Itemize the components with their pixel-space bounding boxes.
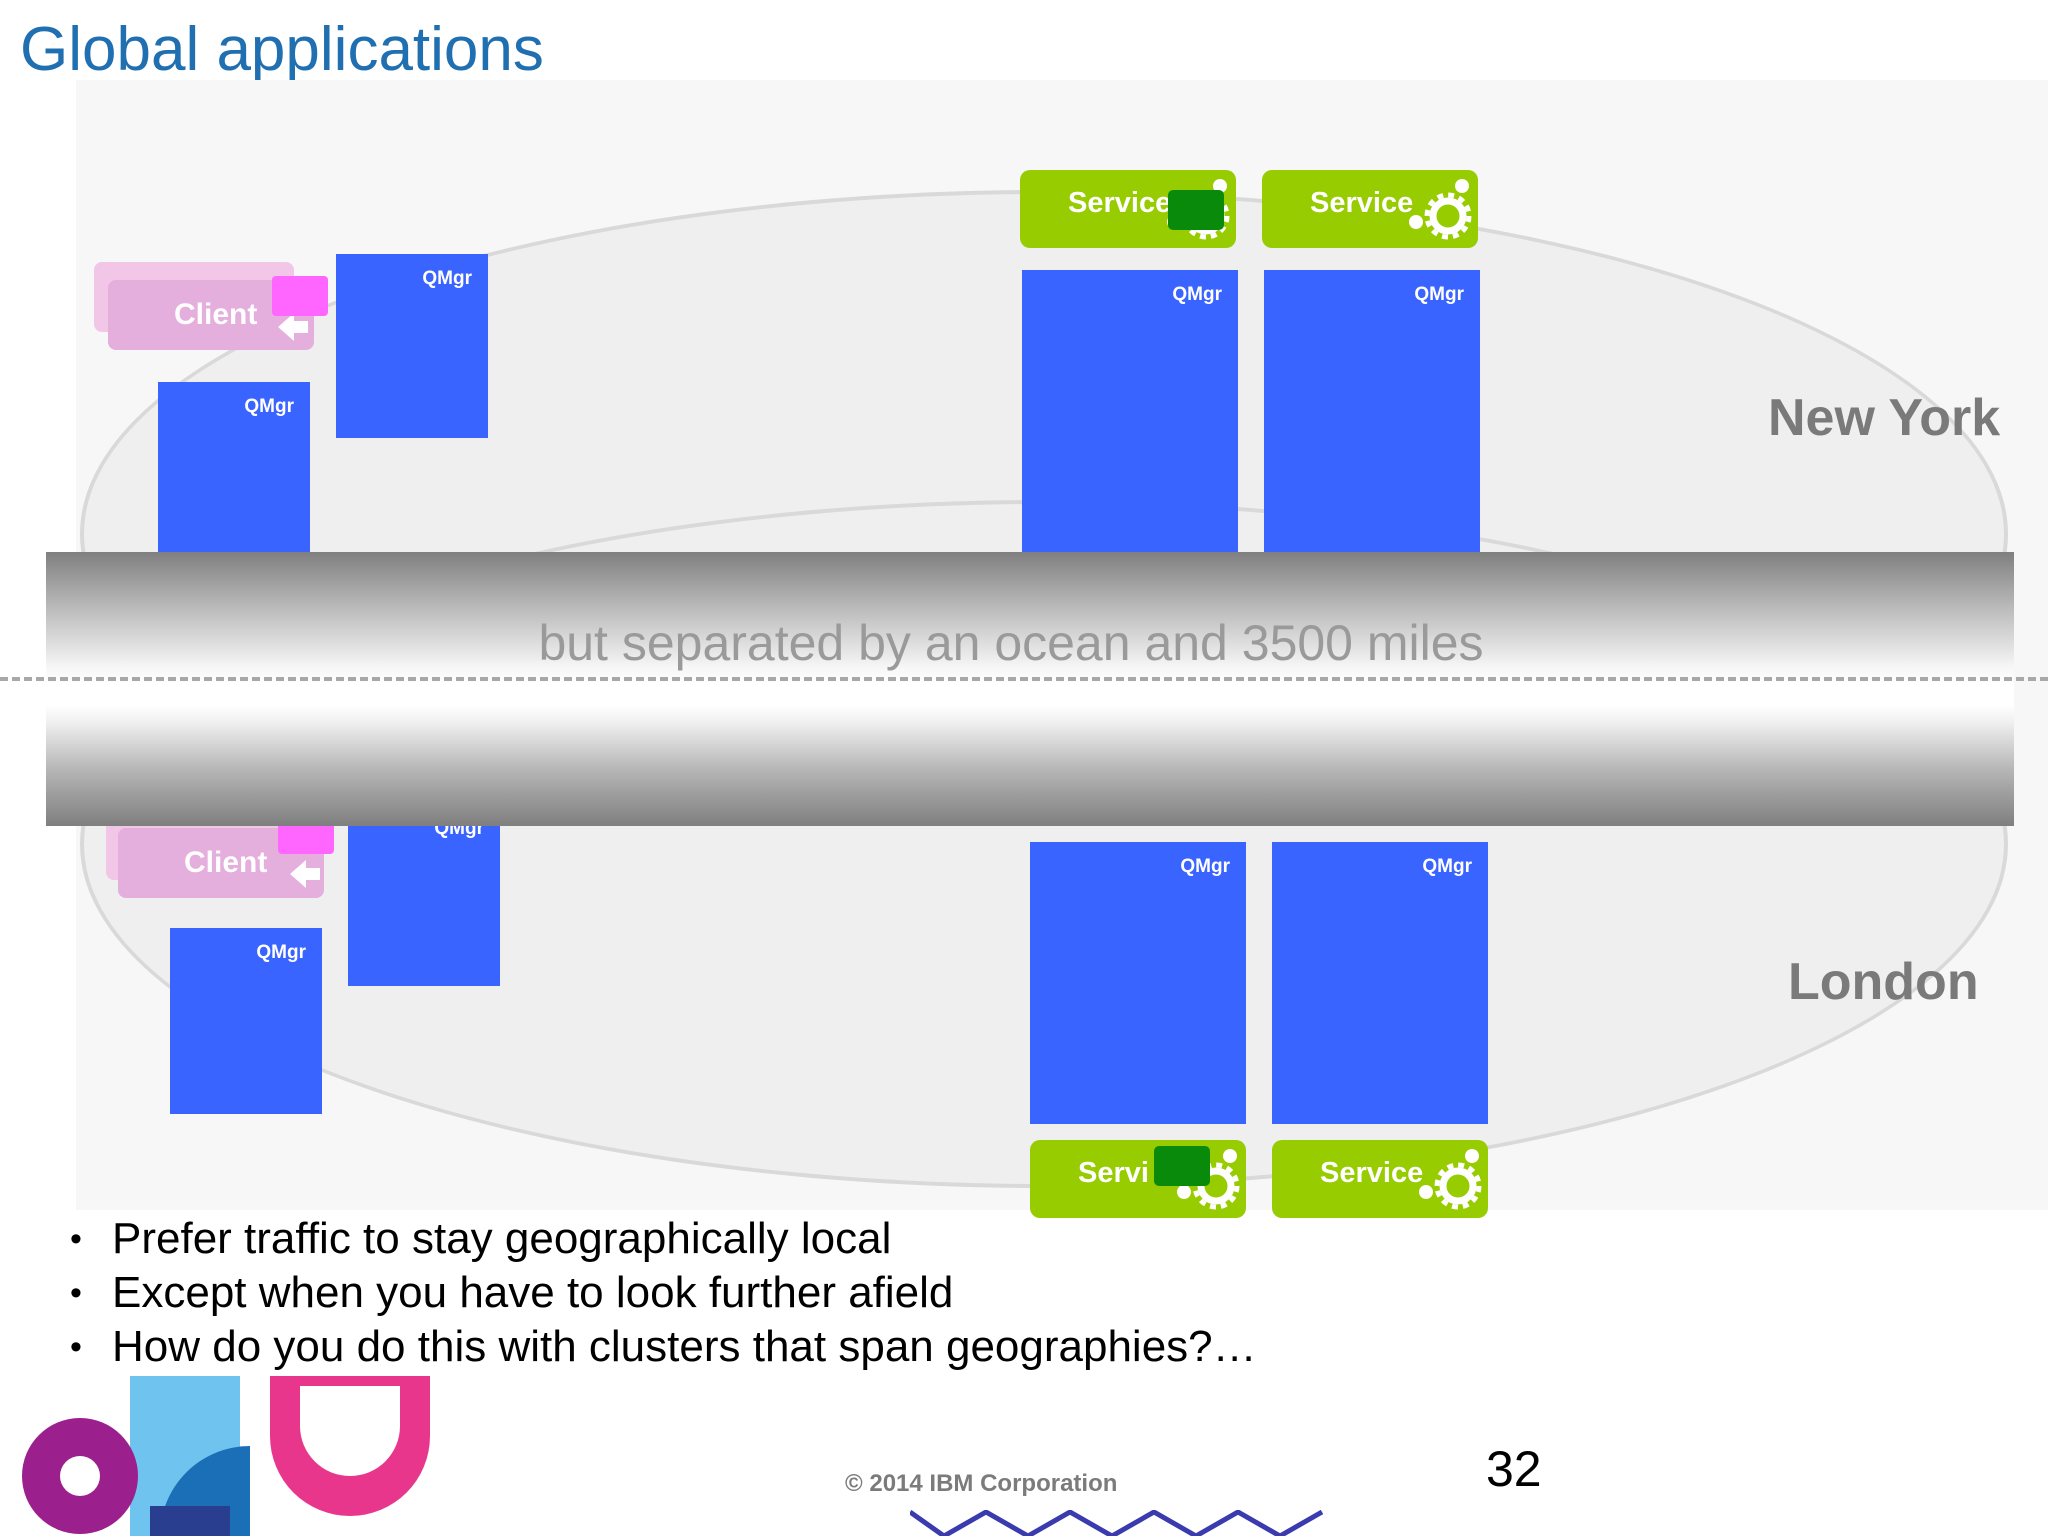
service-box-london-2: Service [1272, 1140, 1488, 1218]
pink-message-flag [272, 276, 328, 316]
service-box-ny-2: Service [1262, 170, 1478, 248]
city-label-new-york: New York [1768, 389, 2001, 447]
bullet-item: •Prefer traffic to stay geographically l… [70, 1212, 1257, 1266]
green-message-flag [1154, 1146, 1210, 1186]
city-label-london: London [1788, 953, 1979, 1011]
gear-icon [1177, 1149, 1240, 1210]
page-number: 32 [1486, 1441, 1542, 1497]
slide-title: Global applications [20, 15, 544, 84]
qmgr-box-london-1: QMgr [170, 928, 322, 1114]
arrow-left-icon [278, 313, 308, 341]
client-label: Client [184, 846, 268, 879]
bullet-dot-icon: • [70, 1328, 82, 1366]
qmgr-box-london-2: QMgr [1030, 842, 1246, 1124]
decorative-zigzag [910, 1510, 1324, 1536]
qmgr-box-ny-3: QMgr [1022, 270, 1238, 560]
bullet-dot-icon: • [70, 1274, 82, 1312]
qmgr-box-london-3: QMgr [1272, 842, 1488, 1124]
dashed-divider [0, 677, 2048, 681]
bullet-item: •Except when you have to look further af… [70, 1266, 1257, 1320]
bullet-list: •Prefer traffic to stay geographically l… [70, 1212, 1257, 1374]
qmgr-box-ny-4: QMgr [1264, 270, 1480, 560]
bullet-item: •How do you do this with clusters that s… [70, 1320, 1257, 1374]
arrow-left-icon [290, 860, 320, 888]
bullet-dot-icon: • [70, 1220, 82, 1258]
qmgr-box-ny-1: QMgr [336, 254, 488, 438]
ocean-label: but separated by an ocean and 3500 miles [538, 615, 1484, 671]
ocean-band [46, 552, 2014, 826]
gear-icon [1409, 179, 1472, 240]
decorative-logo [22, 1376, 430, 1536]
green-message-flag [1168, 190, 1224, 230]
service-box-london-1: Servi [1030, 1140, 1246, 1218]
qmgr-box-ny-2: QMgr [158, 382, 310, 572]
client-label: Client [174, 298, 258, 331]
copyright-text: © 2014 IBM Corporation [845, 1470, 1118, 1497]
gear-icon [1419, 1149, 1482, 1210]
